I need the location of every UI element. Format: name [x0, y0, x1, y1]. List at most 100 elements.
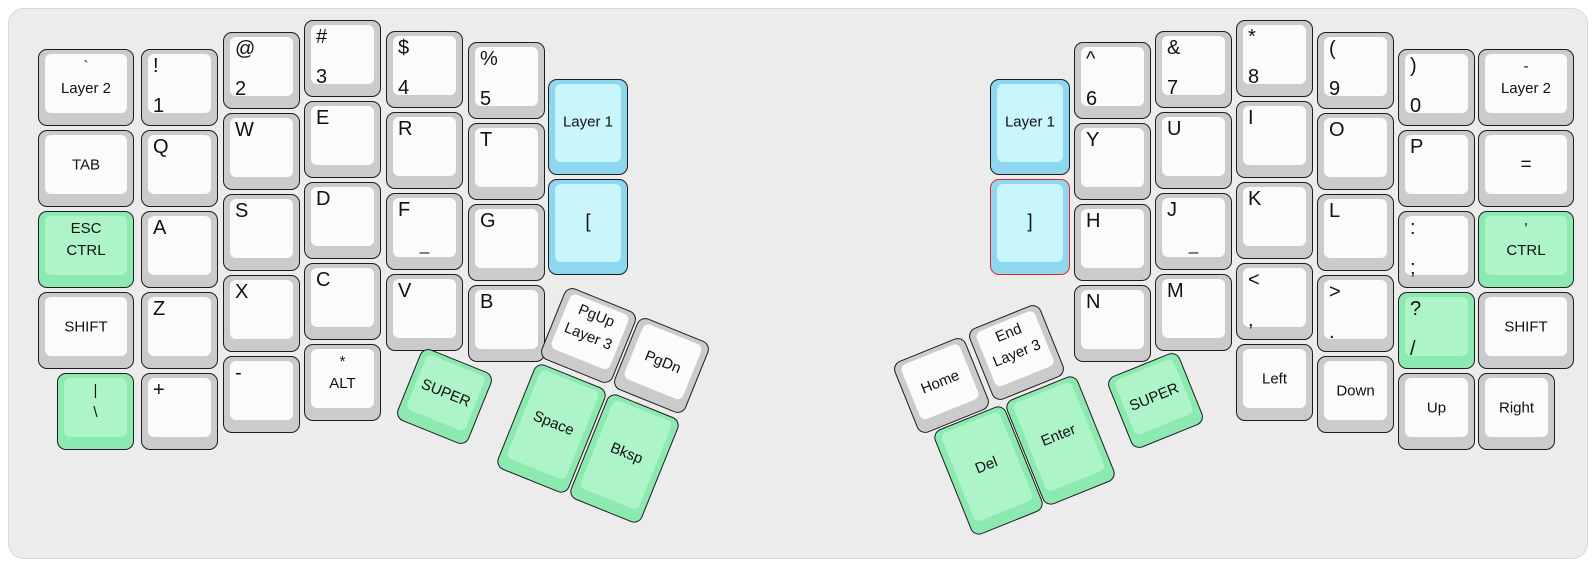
keycap-top: [230, 199, 293, 258]
key-colon-semi[interactable]: :;: [1398, 211, 1475, 288]
key-legend: &: [1167, 37, 1181, 59]
key-lparen-9[interactable]: (9: [1317, 32, 1394, 109]
key-shift-right[interactable]: SHIFT: [1478, 292, 1574, 369]
key-w[interactable]: W: [223, 113, 300, 190]
keycap-top: [311, 106, 374, 165]
keycap-top: [1162, 198, 1225, 257]
key-d[interactable]: D: [304, 182, 381, 259]
key-legend: +: [153, 379, 165, 401]
key-plus[interactable]: +: [141, 373, 218, 450]
key-caret-6[interactable]: ^6: [1074, 42, 1151, 119]
key-minus[interactable]: -: [223, 356, 300, 433]
key-legend: N: [1086, 291, 1101, 313]
key-amp-7[interactable]: &7: [1155, 31, 1232, 108]
key-legend: /: [1410, 338, 1416, 360]
key-o[interactable]: O: [1317, 113, 1394, 190]
key-up[interactable]: Up: [1398, 373, 1475, 450]
keycap-top: [148, 135, 211, 194]
key-x[interactable]: X: [223, 275, 300, 352]
key-e[interactable]: E: [304, 101, 381, 178]
key-n[interactable]: N: [1074, 285, 1151, 362]
keycap-top: [393, 117, 456, 176]
key-r[interactable]: R: [386, 112, 463, 189]
keycap-top: [1162, 279, 1225, 338]
keycap-top: [45, 297, 127, 356]
key-h[interactable]: H: [1074, 204, 1151, 281]
keycap-top: [45, 135, 127, 194]
key-legend: -: [1523, 58, 1529, 75]
key-c[interactable]: C: [304, 263, 381, 340]
key-legend: Down: [1336, 382, 1375, 400]
key-legend: L: [1329, 200, 1341, 222]
keycap-top: [1324, 118, 1387, 177]
key-m[interactable]: M: [1155, 274, 1232, 351]
key-rbracket[interactable]: ]: [990, 179, 1070, 275]
key-left[interactable]: Left: [1236, 344, 1313, 421]
key-hash-3[interactable]: #3: [304, 20, 381, 97]
key-t[interactable]: T: [468, 123, 545, 200]
key-legend: _: [1188, 235, 1199, 254]
key-f[interactable]: F_: [386, 193, 463, 270]
key-super-right[interactable]: SUPER: [1105, 350, 1206, 451]
key-layer1-left[interactable]: Layer 1: [548, 79, 628, 175]
key-equals[interactable]: =: [1478, 130, 1574, 207]
key-excl-1[interactable]: !1: [141, 49, 218, 126]
key-legend: ?: [1410, 298, 1422, 320]
key-at-2[interactable]: @2: [223, 32, 300, 109]
key-rparen-0[interactable]: )0: [1398, 49, 1475, 126]
key-question-slash[interactable]: ?/: [1398, 292, 1475, 369]
key-legend: ': [1524, 220, 1528, 237]
key-grave-layer2[interactable]: `Layer 2: [38, 49, 134, 126]
key-legend: 4: [398, 77, 410, 99]
key-down[interactable]: Down: [1317, 356, 1394, 433]
key-legend: -: [235, 362, 242, 384]
key-pipe-backslash[interactable]: |\: [57, 373, 134, 450]
key-j[interactable]: J_: [1155, 193, 1232, 270]
keycap-top: [1485, 135, 1567, 194]
key-gt-period[interactable]: >.: [1317, 275, 1394, 352]
keycap-top: [1243, 25, 1306, 84]
key-layer1-right[interactable]: Layer 1: [990, 79, 1070, 175]
key-legend: S: [235, 200, 249, 222]
keycap-top: [311, 349, 374, 408]
key-legend: <: [1248, 269, 1260, 291]
key-q[interactable]: Q: [141, 130, 218, 207]
key-k[interactable]: K: [1236, 182, 1313, 259]
keycap-top: [475, 209, 538, 268]
key-minus-layer2[interactable]: -Layer 2: [1478, 49, 1574, 126]
key-shift-left[interactable]: SHIFT: [38, 292, 134, 369]
keycap-top: [1405, 216, 1468, 275]
key-star-alt[interactable]: *ALT: [304, 344, 381, 421]
keycap-top: [555, 184, 621, 262]
key-g[interactable]: G: [468, 204, 545, 281]
key-l[interactable]: L: [1317, 194, 1394, 271]
key-a[interactable]: A: [141, 211, 218, 288]
key-z[interactable]: Z: [141, 292, 218, 369]
key-right[interactable]: Right: [1478, 373, 1555, 450]
key-lbracket[interactable]: [: [548, 179, 628, 275]
key-i[interactable]: I: [1236, 101, 1313, 178]
key-percent-5[interactable]: %5: [468, 42, 545, 119]
key-p[interactable]: P: [1398, 130, 1475, 207]
key-legend: [: [585, 211, 591, 233]
key-tab[interactable]: TAB: [38, 130, 134, 207]
key-star-8[interactable]: *8: [1236, 20, 1313, 97]
keycap-top: [1243, 106, 1306, 165]
key-y[interactable]: Y: [1074, 123, 1151, 200]
keycap-top: [311, 187, 374, 246]
key-legend: CTRL: [1506, 242, 1546, 259]
key-v[interactable]: V: [386, 274, 463, 351]
keycap-top: [393, 198, 456, 257]
keycap-top: [1081, 209, 1144, 268]
key-lt-comma[interactable]: <,: [1236, 263, 1313, 340]
key-quote-ctrl[interactable]: ' CTRL: [1478, 211, 1574, 288]
keycap-top: [393, 36, 456, 95]
key-b[interactable]: B: [468, 285, 545, 362]
key-dollar-4[interactable]: $4: [386, 31, 463, 108]
key-u[interactable]: U: [1155, 112, 1232, 189]
key-s[interactable]: S: [223, 194, 300, 271]
key-legend: V: [398, 280, 412, 302]
key-legend: F: [398, 199, 411, 221]
